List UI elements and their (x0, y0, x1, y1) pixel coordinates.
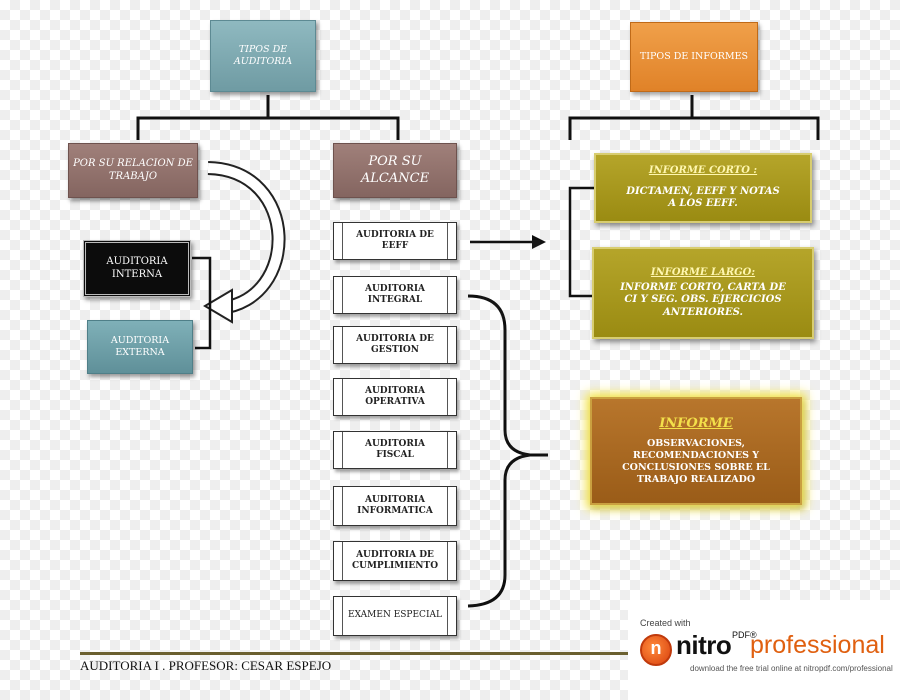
auditoria-externa-label: AUDITORIA EXTERNA (110, 335, 170, 358)
alcance-item: EXAMEN ESPECIAL (333, 596, 457, 636)
auditoria-externa-box: AUDITORIA EXTERNA (87, 320, 193, 374)
tipos-informes-box: TIPOS DE INFORMES (630, 22, 758, 92)
auditoria-interna-label: AUDITORIA INTERNA (106, 256, 168, 280)
alcance-item: AUDITORIA INTEGRAL (333, 276, 457, 314)
informe-body: OBSERVACIONES, RECOMENDACIONES Y CONCLUS… (622, 438, 770, 485)
alcance-item-label: AUDITORIA INFORMATICA (357, 494, 433, 516)
informe-largo-body: INFORME CORTO, CARTA DE CI Y SEG. OBS. E… (620, 281, 786, 318)
informe-corto-body: DICTAMEN, EEFF Y NOTAS A LOS EEFF. (626, 185, 780, 210)
alcance-item-label: AUDITORIA DE GESTION (356, 333, 434, 355)
footer-divider (80, 652, 640, 655)
alcance-item-label: AUDITORIA FISCAL (364, 438, 426, 460)
nitro-tm: PDF® (732, 630, 757, 640)
nitro-watermark: Created with n nitro PDF® professional d… (628, 600, 900, 700)
alcance-item-label: AUDITORIA DE CUMPLIMIENTO (351, 549, 439, 571)
por-alcance-label: POR SU ALCANCE (360, 154, 430, 186)
alcance-item: AUDITORIA DE EEFF (333, 222, 457, 260)
auditoria-interna-box: AUDITORIA INTERNA (83, 240, 191, 297)
alcance-item: AUDITORIA DE CUMPLIMIENTO (333, 541, 457, 581)
nitro-brand: nitro (676, 630, 732, 660)
alcance-item: AUDITORIA FISCAL (333, 431, 457, 469)
alcance-item: AUDITORIA DE GESTION (333, 326, 457, 364)
nitro-download-text: download the free trial online at nitrop… (690, 664, 893, 673)
tipos-informes-label: TIPOS DE INFORMES (639, 51, 749, 63)
alcance-item: AUDITORIA INFORMATICA (333, 486, 457, 526)
informe-largo-title: INFORME LARGO: (650, 267, 756, 278)
informe-largo-box: INFORME LARGO: INFORME CORTO, CARTA DE C… (592, 247, 814, 339)
nitro-product: professional (750, 631, 885, 659)
por-relacion-label: POR SU RELACION DE TRABAJO (73, 158, 193, 182)
informe-box: INFORME OBSERVACIONES, RECOMENDACIONES Y… (590, 397, 802, 505)
alcance-item: AUDITORIA OPERATIVA (333, 378, 457, 416)
created-with-text: Created with (640, 618, 691, 628)
por-alcance-box: POR SU ALCANCE (333, 143, 457, 198)
alcance-item-label: AUDITORIA INTEGRAL (364, 283, 426, 305)
alcance-item-label: AUDITORIA DE EEFF (356, 229, 434, 251)
informe-corto-box: INFORME CORTO : DICTAMEN, EEFF Y NOTAS A… (594, 153, 812, 223)
nitro-logo-icon: n (640, 634, 672, 666)
alcance-item-label: AUDITORIA OPERATIVA (364, 385, 426, 407)
tipos-auditoria-box: TIPOS DE AUDITORIA (210, 20, 316, 92)
tipos-auditoria-label: TIPOS DE AUDITORIA (233, 44, 293, 67)
informe-corto-title: INFORME CORTO : (648, 165, 758, 177)
alcance-item-label: EXAMEN ESPECIAL (348, 610, 442, 621)
footer-text: AUDITORIA I . PROFESOR: CESAR ESPEJO (80, 658, 332, 673)
informe-title: INFORME (659, 416, 733, 432)
por-relacion-box: POR SU RELACION DE TRABAJO (68, 143, 198, 198)
